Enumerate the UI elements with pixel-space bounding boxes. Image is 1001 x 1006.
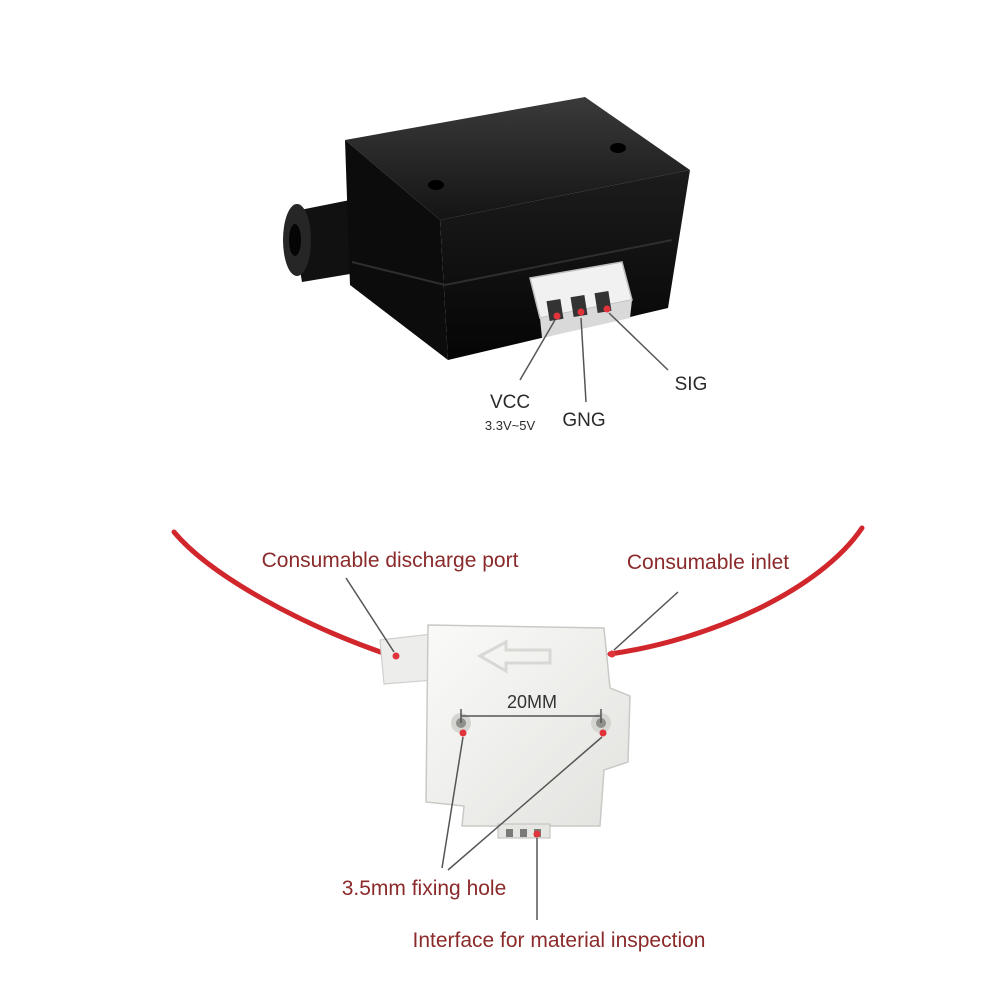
- pin-dot-sig: [603, 305, 611, 313]
- black-sensor-hole: [428, 180, 444, 190]
- leader-line-inlet: [613, 591, 679, 651]
- white-sensor-nozzle: [379, 633, 435, 685]
- black-sensor-hole: [610, 143, 626, 153]
- pin-dot-gng: [577, 308, 585, 316]
- black-sensor-left-face: [345, 140, 448, 360]
- pointer-dot-hole-right: [599, 729, 607, 737]
- leader-line-vcc: [519, 319, 556, 381]
- pointer-dot-hole-left: [459, 729, 467, 737]
- pin-label-sig: SIG: [675, 374, 708, 395]
- filament-right: [607, 525, 865, 657]
- white-sensor-connector: [497, 823, 551, 839]
- black-sensor-top-face: [345, 97, 690, 220]
- label-fixing-hole: 3.5mm fixing hole: [342, 877, 507, 900]
- pin-label-vcc: VCC: [490, 392, 530, 413]
- leader-line-discharge: [345, 577, 395, 653]
- dimension-label: 20MM: [507, 692, 557, 712]
- pointer-dot-inlet: [608, 650, 616, 658]
- white-sensor-module: [379, 624, 631, 839]
- label-discharge-port: Consumable discharge port: [262, 549, 519, 572]
- pointer-dot-discharge: [392, 652, 400, 660]
- leader-line-hole-left: [441, 736, 464, 869]
- leader-line-hole-right: [447, 736, 603, 871]
- pin-dot-vcc: [553, 312, 561, 320]
- white-sensor-body: [425, 624, 631, 827]
- pin-label-gng: GNG: [562, 410, 605, 431]
- white-sensor-arrow: [476, 639, 552, 674]
- pointer-dot-interface: [533, 830, 541, 838]
- label-interface: Interface for material inspection: [413, 929, 706, 952]
- black-sensor-nozzle: [283, 200, 362, 282]
- black-sensor-module: [283, 97, 690, 360]
- leader-line-sig: [608, 312, 669, 371]
- pin-sublabel-vcc: 3.3V~5V: [485, 418, 536, 433]
- label-consumable-inlet: Consumable inlet: [627, 551, 789, 574]
- leader-line-gng: [580, 317, 587, 403]
- filament-left: [171, 529, 395, 659]
